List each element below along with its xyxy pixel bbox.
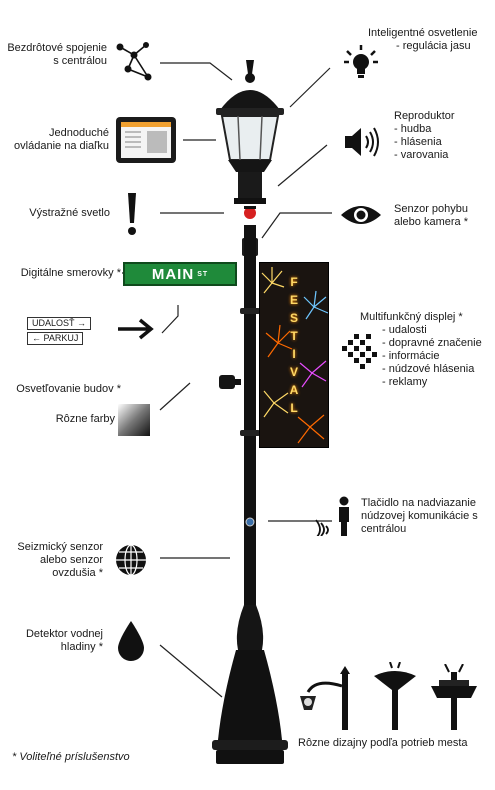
tablet-icon: [116, 117, 176, 163]
display-title: Multifunkčný displej *: [360, 311, 463, 323]
direction-sign-event: UDALOSŤ →: [27, 317, 92, 330]
smart-light-list: regulácia jasu: [368, 40, 493, 53]
lamp-design-1-icon: [300, 666, 350, 730]
banner-letter: A: [289, 383, 299, 397]
seismic-label: Seizmický senzor alebo senzor ovzdušia *: [17, 541, 103, 579]
list-item: regulácia jasu: [396, 40, 493, 53]
water-label: Detektor vodnej hladiny *: [25, 628, 103, 653]
list-item: varovania: [394, 149, 494, 162]
wireless-label: Bezdrôtové spojenie s centrálou: [7, 42, 107, 67]
designs-label: Rôzne dizajny podľa potrieb mesta: [298, 737, 468, 749]
list-item: hudba: [394, 123, 494, 136]
speaker-list: hudbahláseniavarovania: [394, 123, 494, 162]
digital-signs-label: Digitálne smerovky *: [20, 267, 121, 279]
remote-label: Jednoduché ovládanie na diaľku: [14, 127, 109, 152]
banner-letter: S: [289, 311, 298, 325]
list-item: reklamy: [382, 376, 490, 389]
smart-light-block: Inteligentné osvetlenie regulácia jasu: [368, 27, 493, 53]
street-lamp-post: [212, 60, 288, 764]
network-nodes-icon: [116, 42, 152, 81]
banner-letter: V: [289, 365, 298, 379]
speaker-title: Reproduktor: [394, 110, 455, 122]
lamp-design-2-icon: [374, 662, 416, 730]
list-item: udalosti: [382, 324, 490, 337]
globe-icon: [116, 544, 146, 576]
fireworks-graphic: [261, 267, 328, 444]
display-block: Multifunkčný displej * udalostidopravné …: [360, 311, 490, 389]
street-suffix: ST: [197, 270, 209, 278]
speaker-block: Reproduktor hudbahláseniavarovania: [394, 110, 494, 162]
gradient-swatch-icon: [118, 404, 150, 436]
banner-letter: T: [290, 329, 298, 343]
arrow-right-icon: [118, 318, 154, 340]
smart-light-title: Inteligentné osvetlenie: [368, 27, 478, 39]
list-item: informácie: [382, 350, 490, 363]
colors-label: Rôzne farby: [55, 413, 115, 425]
list-item: hlásenia: [394, 136, 494, 149]
person-signal-icon: [315, 496, 349, 536]
lamp-design-3-icon: [431, 664, 477, 730]
building-light-projector: [219, 375, 241, 389]
banner-letter: L: [290, 401, 298, 415]
banner-letter: F: [290, 275, 298, 289]
display-list: udalostidopravné značenieinformácienúdzo…: [360, 324, 490, 389]
pixel-grid-icon: [342, 334, 377, 369]
building-light-label: Osvetľovanie budov *: [16, 383, 121, 395]
speaker-icon: [345, 127, 379, 157]
list-item: dopravné značenie: [382, 337, 490, 350]
footnote: * Voliteľné príslušenstvo: [12, 751, 130, 763]
warning-light-label: Výstražné svetlo: [29, 207, 110, 219]
list-item: núdzové hlásenia: [382, 363, 490, 376]
water-drop-icon: [118, 621, 144, 661]
lightbulb-icon: [344, 45, 378, 78]
emergency-button-label: Tlačidlo na nadviazanie núdzovej komunik…: [361, 497, 478, 535]
direction-sign-parking: ← PARKUJ: [27, 332, 84, 345]
banner-letter: I: [292, 347, 296, 361]
exclamation-icon: [128, 193, 136, 235]
street-name: MAIN: [151, 265, 195, 283]
eye-icon: [341, 206, 381, 224]
banner-letter: E: [289, 293, 298, 307]
motion-label: Senzor pohybu alebo kamera *: [394, 203, 468, 228]
